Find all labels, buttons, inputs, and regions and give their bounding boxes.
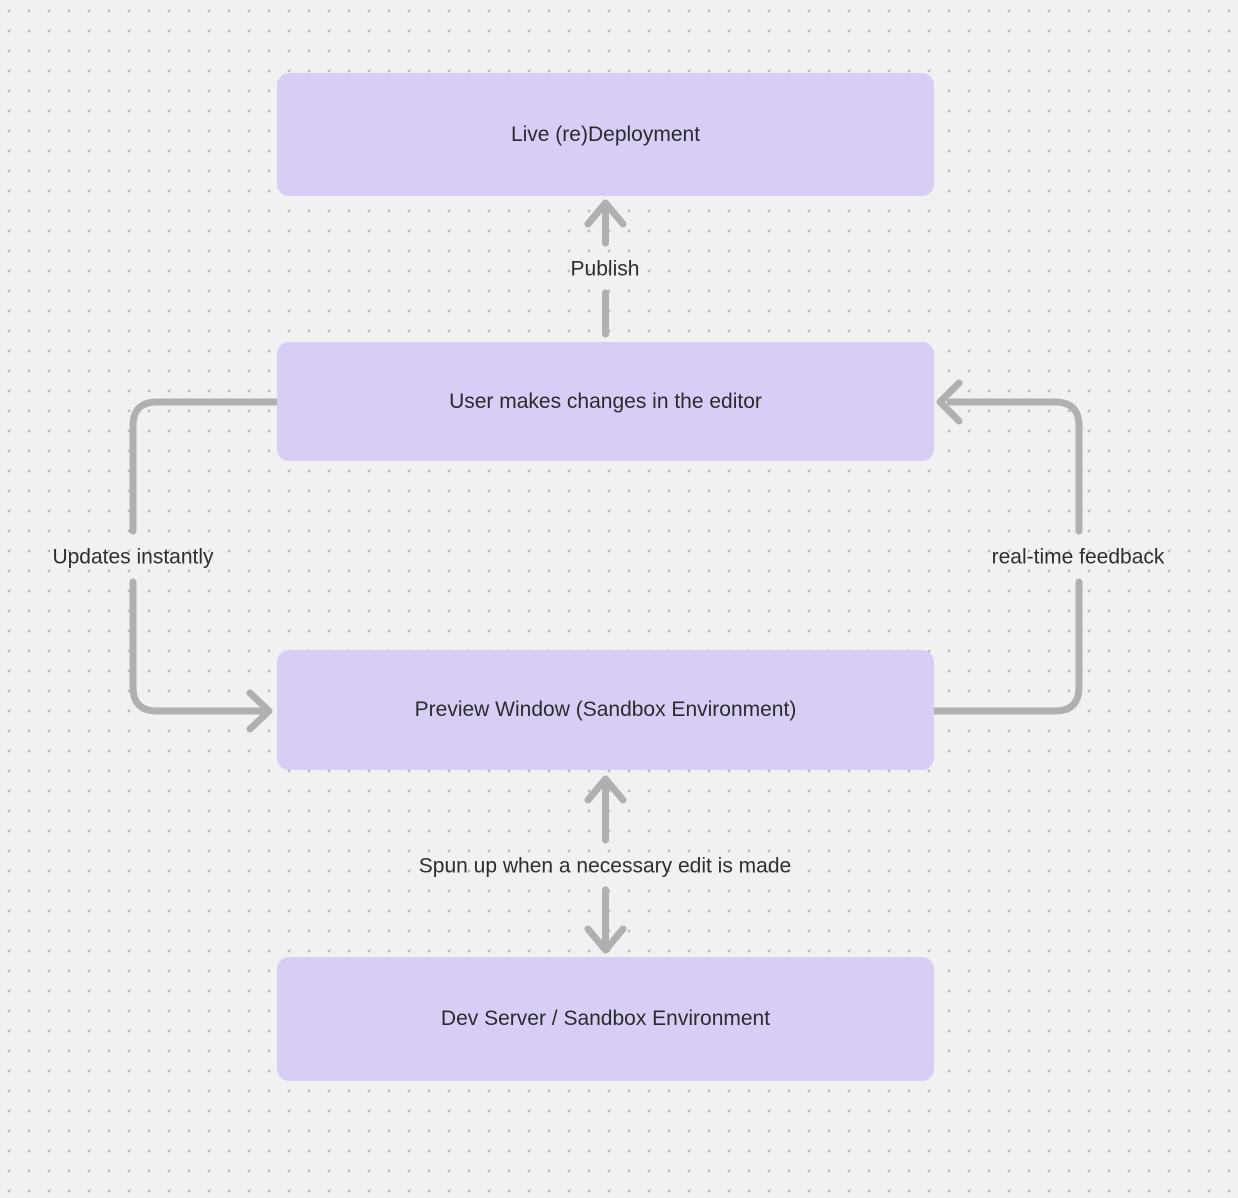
feedback-segment-bottom: [930, 578, 1083, 715]
spunup-up-arrowhead-icon: [584, 775, 627, 804]
publish-arrowhead-icon: [584, 199, 627, 228]
node-user-editor-label: User makes changes in the editor: [449, 389, 762, 413]
feedback-segment-top: [946, 398, 1083, 535]
node-dev-server: Dev Server / Sandbox Environment: [277, 957, 934, 1081]
edge-real-time-feedback: [930, 379, 1083, 715]
edge-label-updates-instantly: Updates instantly: [52, 545, 214, 569]
feedback-arrowhead-icon: [936, 379, 963, 425]
updates-segment-top: [129, 398, 281, 535]
edge-publish: [584, 199, 627, 338]
node-preview-window: Preview Window (Sandbox Environment): [277, 650, 934, 770]
node-live-redeployment-label: Live (re)Deployment: [510, 122, 701, 146]
edge-spun-up: [584, 775, 627, 954]
edge-updates-instantly: [129, 398, 281, 733]
node-live-redeployment: Live (re)Deployment: [277, 73, 934, 196]
updates-segment-bottom: [129, 578, 264, 715]
node-preview-window-label: Preview Window (Sandbox Environment): [414, 698, 797, 722]
edge-label-spun-up: Spun up when a necessary edit is made: [418, 854, 792, 878]
updates-arrowhead-icon: [246, 689, 273, 733]
edge-label-publish: Publish: [570, 257, 640, 281]
node-dev-server-label: Dev Server / Sandbox Environment: [440, 1007, 771, 1031]
node-user-editor: User makes changes in the editor: [277, 342, 934, 461]
spunup-down-arrowhead-icon: [584, 925, 627, 954]
edge-label-real-time-feedback: real-time feedback: [991, 545, 1165, 569]
